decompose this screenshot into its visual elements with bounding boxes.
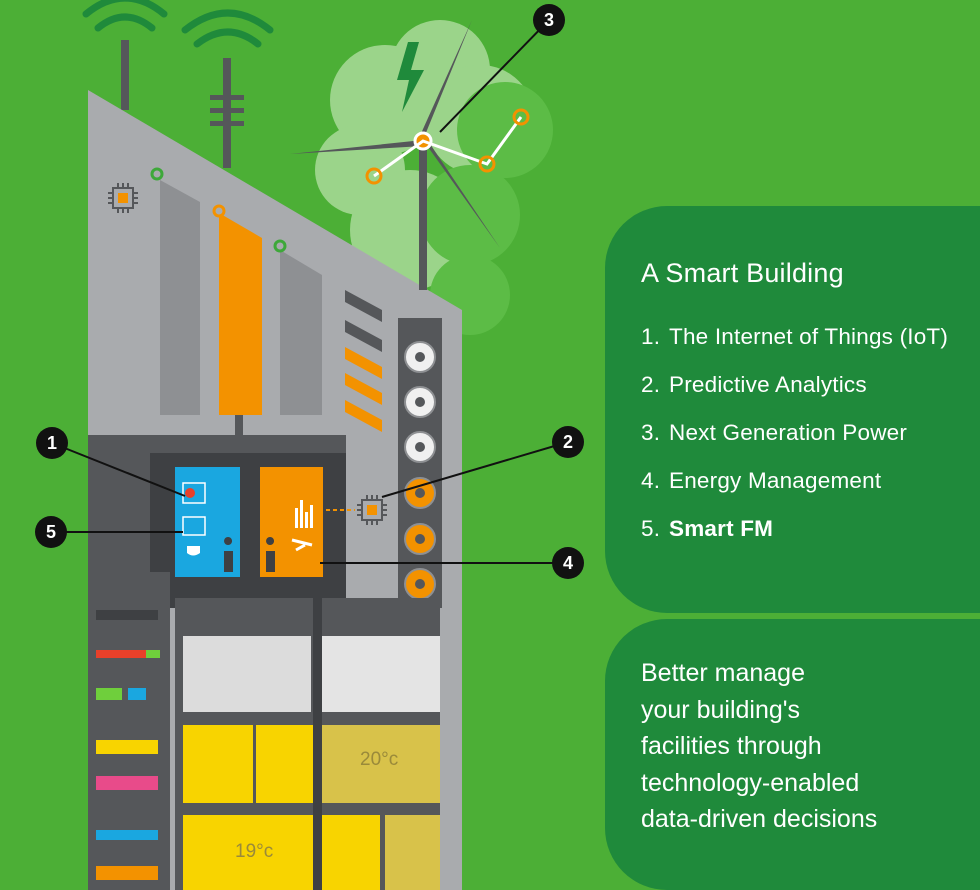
chip-icon xyxy=(108,183,138,213)
list-item: 2.Predictive Analytics xyxy=(641,372,867,397)
network-nodes xyxy=(365,108,530,185)
orange-panel xyxy=(219,213,262,415)
person-icon xyxy=(224,537,233,572)
callout-1: 1 xyxy=(47,433,57,453)
lightning-icon xyxy=(397,42,424,112)
antenna-bars xyxy=(210,95,244,126)
callout-5: 5 xyxy=(46,522,56,542)
callout-lines xyxy=(51,19,569,564)
callout-3: 3 xyxy=(544,10,554,30)
coffee-icon xyxy=(187,546,200,556)
wifi-icon xyxy=(82,0,274,48)
callout-markers xyxy=(35,4,584,579)
smart-building-panel: A Smart Building 1.The Internet of Thing… xyxy=(605,206,980,613)
feature-list: 1.The Internet of Things (IoT) 2.Predict… xyxy=(641,322,959,562)
list-item: 1.The Internet of Things (IoT) xyxy=(641,324,949,349)
temperature-room-a: 20°c xyxy=(360,749,398,770)
panel-title: A Smart Building xyxy=(641,258,844,288)
list-item: 5.Smart FM xyxy=(641,516,774,541)
vent-slats xyxy=(345,290,382,432)
chip-icon xyxy=(357,495,387,525)
list-item: 4.Energy Management xyxy=(641,468,882,493)
callout-4: 4 xyxy=(563,553,573,573)
server-lights xyxy=(96,610,160,880)
tagline-text: Better manage your building's facilities… xyxy=(641,659,878,833)
callout-2: 2 xyxy=(563,432,573,452)
list-item: 3.Next Generation Power xyxy=(641,420,908,445)
wind-turbine-icon xyxy=(290,20,500,290)
tagline-panel: Better manage your building's facilities… xyxy=(605,619,980,890)
temperature-room-b: 19°c xyxy=(235,841,273,862)
